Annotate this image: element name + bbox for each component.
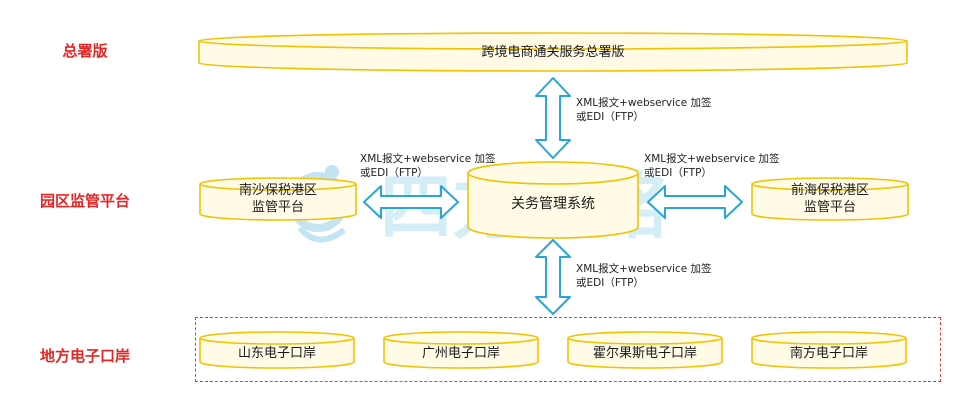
protocol-line1: XML报文+webservice 加签 [576, 97, 712, 109]
protocol-label-left: XML报文+webservice 加签 或EDI（FTP） [360, 152, 496, 180]
label-port-horgos: 霍尔果斯电子口岸 [592, 346, 697, 361]
label-nansha-line1: 南沙保税港区 [238, 183, 317, 198]
cylinder-port-guangzhou: 广州电子口岸 [382, 330, 540, 370]
label-nansha-line2: 监管平台 [251, 200, 304, 215]
protocol-label-top: XML报文+webservice 加签 或EDI（FTP） [576, 96, 712, 124]
protocol-line1: XML报文+webservice 加签 [360, 153, 496, 165]
arrow-horizontal-right [647, 185, 743, 219]
cylinder-qianhai: 前海保税港区 监管平台 [750, 176, 910, 222]
label-port-shandong: 山东电子口岸 [237, 346, 316, 361]
label-customs-mgmt: 关务管理系统 [511, 196, 595, 212]
cylinder-port-shandong: 山东电子口岸 [198, 330, 356, 370]
tier-label-top: 总署版 [62, 42, 108, 60]
cylinder-customs-mgmt: 关务管理系统 [466, 160, 640, 240]
label-qianhai-line2: 监管平台 [803, 200, 856, 215]
cylinder-port-nanfang: 南方电子口岸 [750, 330, 908, 370]
protocol-line2: 或EDI（FTP） [644, 167, 712, 179]
label-port-nanfang: 南方电子口岸 [789, 346, 868, 361]
protocol-line1: XML报文+webservice 加签 [576, 263, 712, 275]
tier-label-bottom: 地方电子口岸 [39, 347, 130, 365]
protocol-label-right: XML报文+webservice 加签 或EDI（FTP） [644, 152, 780, 180]
protocol-line1: XML报文+webservice 加签 [644, 153, 780, 165]
arrow-vertical-bottom [535, 239, 571, 315]
protocol-label-bottom: XML报文+webservice 加签 或EDI（FTP） [576, 262, 712, 290]
protocol-line2: 或EDI（FTP） [576, 111, 644, 123]
protocol-line2: 或EDI（FTP） [360, 167, 428, 179]
arrow-horizontal-left [363, 185, 459, 219]
cylinder-port-horgos: 霍尔果斯电子口岸 [566, 330, 724, 370]
tier-label-middle: 园区监管平台 [39, 192, 130, 210]
cylinder-nansha: 南沙保税港区 监管平台 [198, 176, 358, 222]
label-qianhai-line1: 前海保税港区 [790, 183, 869, 198]
local-ports-group [195, 317, 941, 382]
cylinder-customs-hq: 跨境电商通关服务总署版 [196, 30, 910, 74]
label-customs-hq: 跨境电商通关服务总署版 [481, 45, 625, 60]
arrow-vertical-top [535, 77, 571, 159]
protocol-line2: 或EDI（FTP） [576, 277, 644, 289]
label-port-guangzhou: 广州电子口岸 [421, 346, 500, 361]
